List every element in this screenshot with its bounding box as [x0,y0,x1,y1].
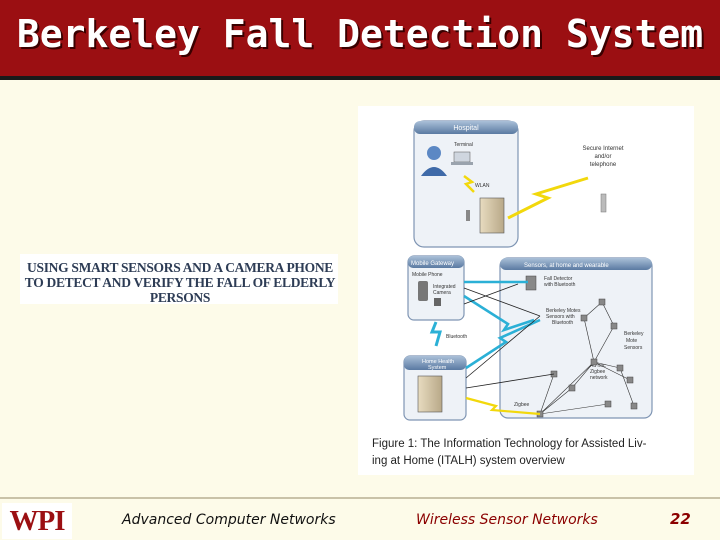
camera-label-2: Camera [433,290,451,296]
motes-bt-label-3: Bluetooth [552,320,573,326]
zigbee-links [465,396,541,416]
phone-icon [418,281,428,301]
sensors-header-label: Sensors, at home and wearable [524,263,609,269]
motes-label-1: Berkeley [624,331,644,337]
camera-icon [434,298,441,306]
hospital-label: Hospital [453,125,479,132]
server-icon [479,197,505,234]
motes-bt-label-1: Berkeley Motes [546,308,581,314]
motes-label-3: Sensors [624,345,643,351]
secure-label-1: Secure Internet [582,146,623,152]
wpi-logo: WPI [2,503,72,539]
footer-course: Advanced Computer Networks [122,512,336,528]
tower-icon [600,193,607,213]
home-health-label-1: Home Health [422,359,454,365]
zigbee-mesh [539,301,635,415]
laptop-icon [453,151,471,163]
page-number: 22 [670,510,691,528]
fall-detector-label-1: Fall Detector [544,276,573,282]
mobile-gateway-panel: Mobile Gateway Mobile Phone Integrated C… [407,255,465,321]
network-lines [463,283,555,389]
adhoc-label-1: Ad hoc [590,363,606,369]
adhoc-label-3: network [590,375,608,381]
home-health-panel: Home Health System [403,355,467,421]
system-diagram: Hospital Terminal WLAN Secure Internet a… [372,120,653,467]
mobile-phone-label: Mobile Phone [412,272,443,278]
camera-label-1: Integrated [433,284,456,290]
figure-caption-1: Figure 1: The Information Technology for… [372,438,647,450]
slide-title: Berkeley Fall Detection System [16,12,704,56]
motes-bt-label-2: Sensors with [546,314,575,320]
server-icon [417,375,443,413]
mobile-gateway-label: Mobile Gateway [411,261,454,267]
footer-topic: Wireless Sensor Networks [416,512,598,528]
caption-text: USING SMART SENSORS AND A CAMERA PHONE T… [24,260,336,305]
secure-label-3: telephone [590,162,617,168]
secure-label-2: and/or [594,154,611,160]
bluetooth-bolt [429,321,442,347]
adhoc-label-2: Zigbee [590,369,606,375]
wpi-logo-text: WPI [9,505,66,537]
title-bar: Berkeley Fall Detection System [0,0,720,80]
wlan-label: WLAN [475,183,490,189]
bluetooth-links [463,280,541,370]
home-health-label-2: System [428,365,447,371]
antenna-icon [466,210,470,221]
terminal-label: Terminal [454,142,473,148]
fall-detector-label-2: with Bluetooth [544,282,576,288]
caption-box: USING SMART SENSORS AND A CAMERA PHONE T… [20,254,338,305]
wireless-bolt [507,176,589,220]
figure-caption-2: ing at Home (ITALH) system overview [372,455,565,467]
wireless-bolt [463,175,475,193]
hospital-panel: Hospital Terminal WLAN [413,120,519,248]
system-figure: Hospital Terminal WLAN Secure Internet a… [358,106,694,475]
bluetooth-label: Bluetooth [446,334,467,340]
motes-label-2: Mote [626,338,637,344]
zigbee-label: Zigbee [514,402,530,408]
footer-divider [0,497,720,499]
person-icon [427,146,441,160]
